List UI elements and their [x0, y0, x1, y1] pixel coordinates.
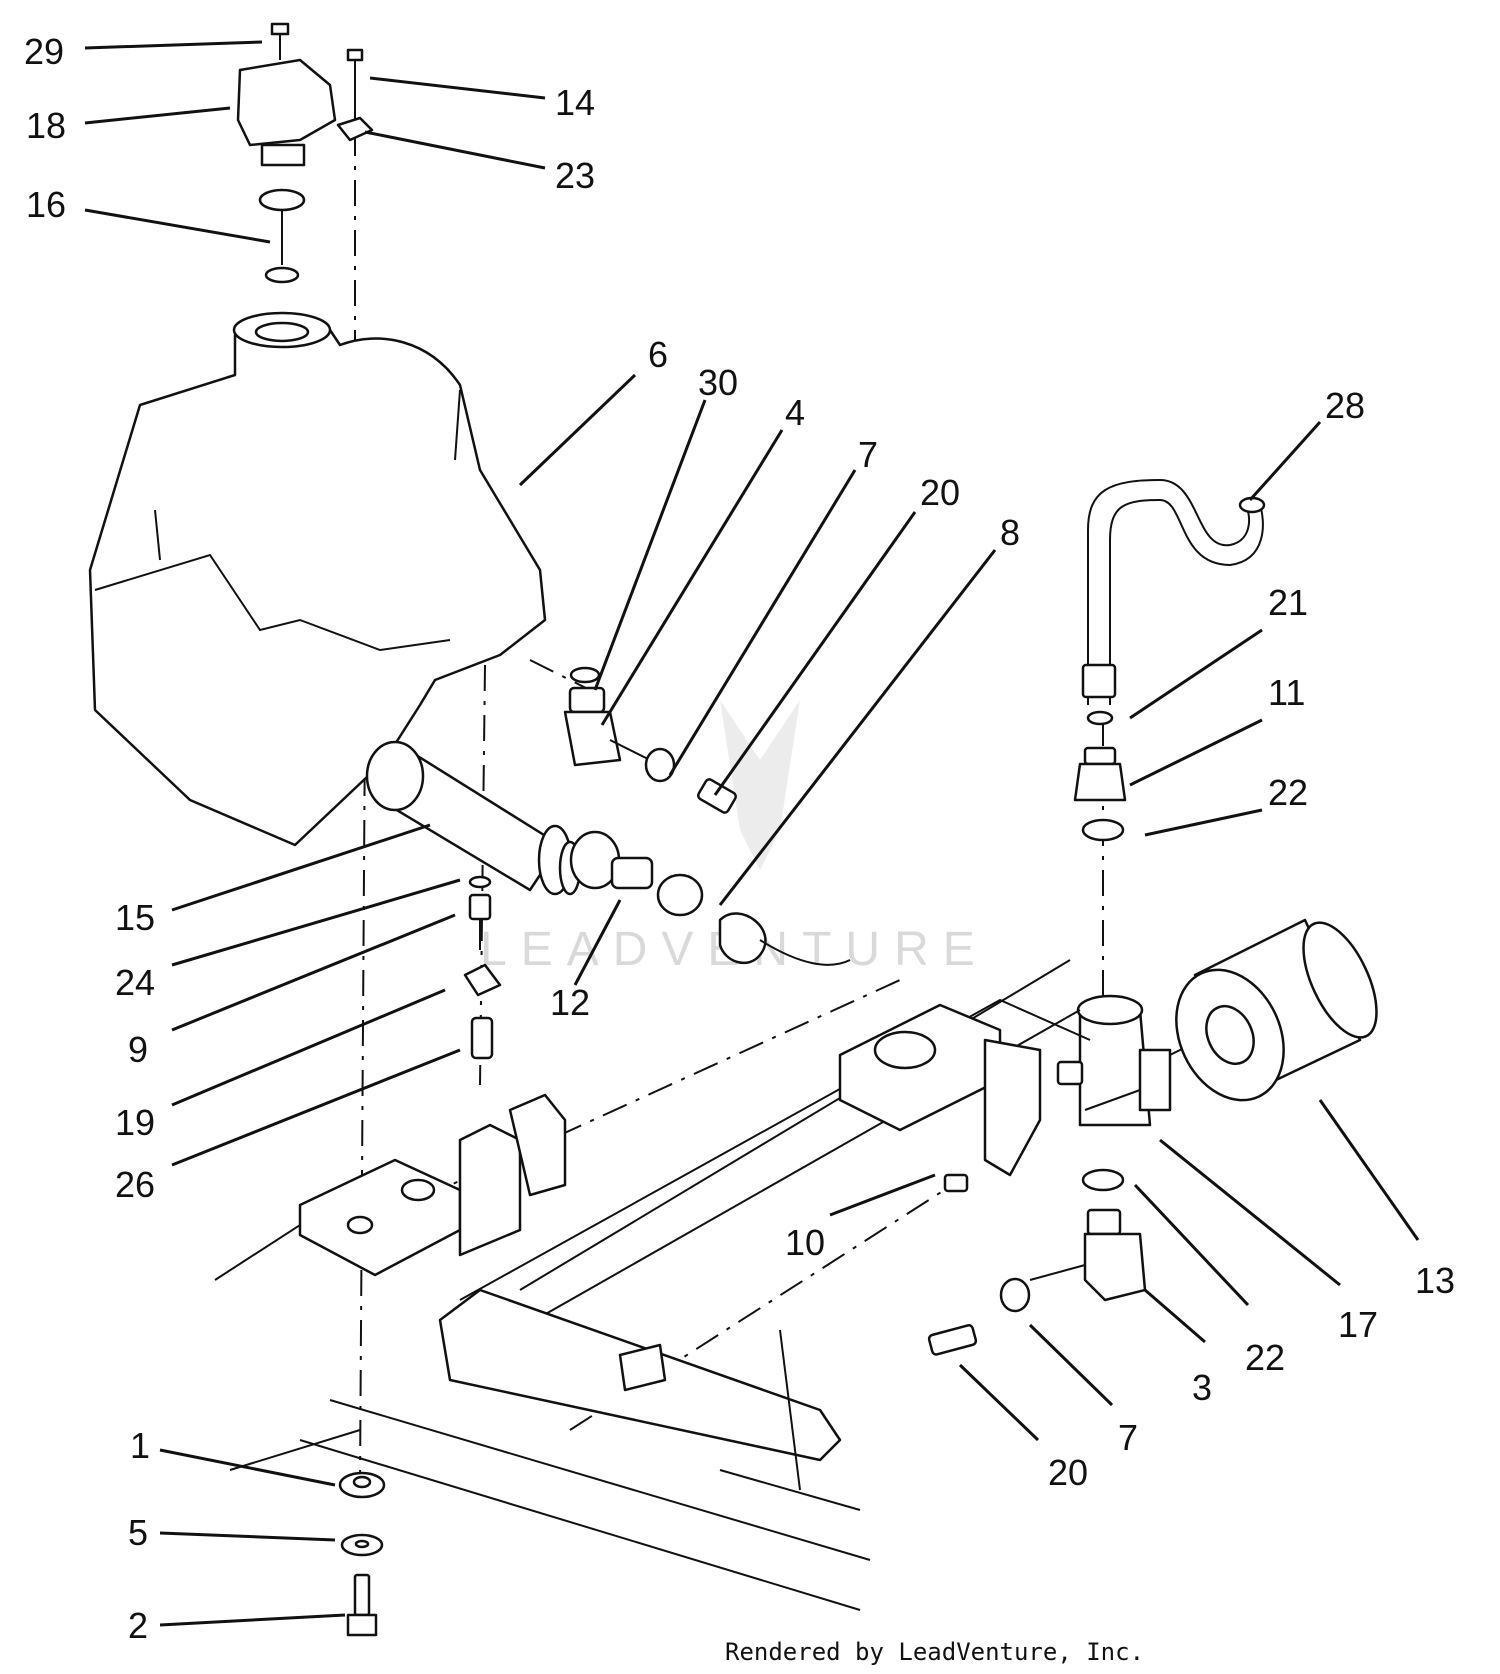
fuel-tank: [88, 311, 547, 847]
callout-5: 5: [128, 1512, 148, 1553]
callout-3: 3: [1192, 1367, 1212, 1408]
callout-10: 10: [785, 1222, 825, 1263]
frame: [214, 959, 1091, 1611]
callout-13: 13: [1415, 1260, 1455, 1301]
flame-logo-icon: [720, 700, 800, 870]
mount-hardware: [338, 1471, 386, 1637]
callout-26: 26: [115, 1164, 155, 1205]
callout-6: 6: [648, 334, 668, 375]
callout-7-lower: 7: [1118, 1417, 1138, 1458]
callout-14: 14: [555, 82, 595, 123]
drain-parts: [463, 875, 502, 1060]
fuel-line-28: [1081, 478, 1266, 705]
callout-19: 19: [115, 1102, 155, 1143]
callout-20-lower: 20: [1048, 1452, 1088, 1493]
callout-15: 15: [115, 897, 155, 938]
hose-clamp-8: [656, 873, 851, 966]
callout-23: 23: [555, 155, 595, 196]
callout-22-lower: 22: [1245, 1337, 1285, 1378]
fittings-21-11-22: [1073, 710, 1127, 842]
callout-28: 28: [1325, 385, 1365, 426]
callout-12: 12: [550, 982, 590, 1023]
filter-housing-17: [1056, 994, 1201, 1127]
callout-8: 8: [1000, 512, 1020, 553]
callout-22: 22: [1268, 772, 1308, 813]
callout-21: 21: [1268, 582, 1308, 623]
fitting-12: [569, 830, 654, 890]
callout-20: 20: [920, 472, 960, 513]
leader-lines: [84, 40, 1420, 1627]
lower-fittings: [927, 1168, 1147, 1356]
callout-2: 2: [128, 1605, 148, 1646]
render-credit: Rendered by LeadVenture, Inc.: [725, 1638, 1144, 1666]
callout-30: 30: [698, 362, 738, 403]
fuel-cap-assembly: [236, 22, 374, 284]
pickup-tube: [365, 740, 582, 896]
callout-18: 18: [26, 105, 66, 146]
callout-17: 17: [1338, 1304, 1378, 1345]
filter-canister-13: [1175, 918, 1378, 1102]
callout-16: 16: [26, 184, 66, 225]
fuel-cap: [236, 58, 337, 147]
upper-fittings: [563, 666, 738, 814]
callout-29: 29: [24, 31, 64, 72]
callout-7: 7: [858, 434, 878, 475]
callout-1: 1: [130, 1425, 150, 1466]
callout-9: 9: [128, 1029, 148, 1070]
callout-4: 4: [785, 392, 805, 433]
callout-labels: 29 18 16 14 23 6 30 4 7 20 8 28 21 11 22…: [24, 31, 1455, 1646]
callout-24: 24: [115, 962, 155, 1003]
callout-11: 11: [1268, 672, 1305, 713]
